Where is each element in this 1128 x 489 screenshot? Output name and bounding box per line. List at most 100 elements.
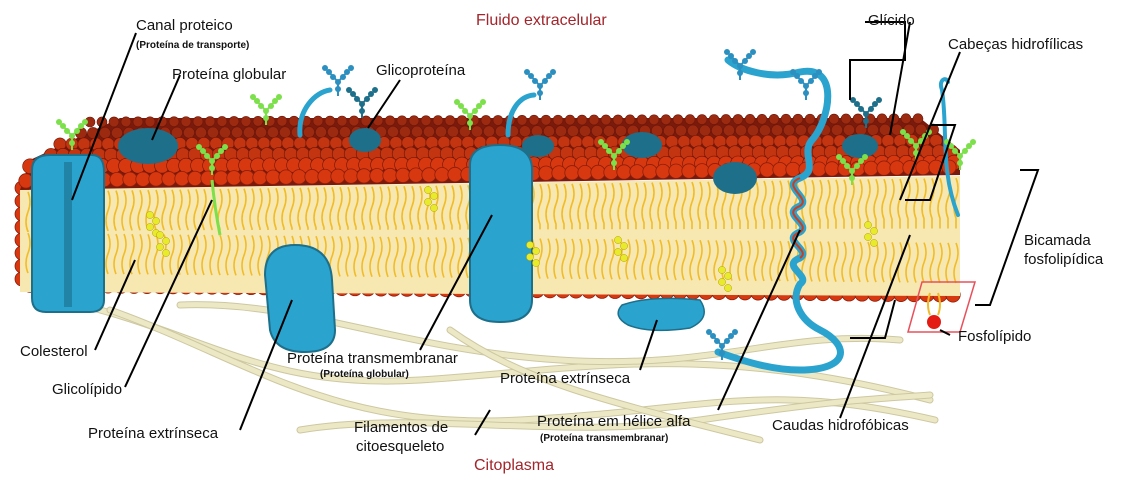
phospholipid-head xyxy=(669,164,683,178)
sugar-unit xyxy=(472,108,478,114)
sugar-unit xyxy=(340,74,346,80)
phospholipid-head xyxy=(656,164,670,178)
phospholipid-head xyxy=(519,126,530,137)
sugar-unit xyxy=(258,103,264,109)
phospholipid-head xyxy=(831,124,842,135)
cholesterol-ring xyxy=(156,231,163,238)
surface-protein xyxy=(522,135,554,157)
phospholipid-head xyxy=(214,171,228,185)
phospholipid-head xyxy=(145,117,155,127)
phospholipid-head xyxy=(673,115,683,125)
sugar-unit xyxy=(359,108,365,114)
phospholipid-head xyxy=(396,168,410,182)
phospholipid-head xyxy=(793,114,803,124)
sugar-unit xyxy=(69,133,75,139)
phospholipid-head xyxy=(435,168,449,182)
phospholipid-head xyxy=(121,117,131,127)
phospholipid-head xyxy=(292,170,306,184)
cholesterol-ring xyxy=(424,198,431,205)
sugar-unit xyxy=(732,329,738,335)
phospholipid-head xyxy=(205,117,215,127)
sugar-unit xyxy=(616,148,622,154)
sugar-unit xyxy=(724,338,730,344)
phospholipid-head xyxy=(675,125,686,136)
sugar-unit xyxy=(276,94,282,100)
sugar-unit xyxy=(836,154,842,160)
sugar-unit xyxy=(209,158,215,164)
phospholipid-head xyxy=(812,162,826,176)
phospholipid-head xyxy=(123,172,137,186)
phospholipid-head xyxy=(769,114,779,124)
sugar-unit xyxy=(858,106,864,112)
phospholipid-head xyxy=(217,116,227,126)
sugar-unit xyxy=(322,65,328,71)
leader-glicido xyxy=(850,22,905,100)
sugar-unit xyxy=(348,65,354,71)
phospholipid-head xyxy=(253,116,263,126)
phospholipid-head xyxy=(495,126,506,137)
sugar-unit xyxy=(611,160,617,166)
cholesterol-ring xyxy=(864,233,871,240)
sugar-unit xyxy=(719,350,725,356)
phospholipid-head xyxy=(721,114,731,124)
label-fosfolipido: Fosfolípido xyxy=(958,328,1031,345)
label-filamentos-1: Filamentos de xyxy=(354,419,448,436)
phospholipid-head xyxy=(241,116,251,126)
transmembrane-protein xyxy=(470,145,532,322)
cholesterol-ring xyxy=(864,221,871,228)
label-glicido: Glícido xyxy=(868,12,915,29)
phospholipid-head xyxy=(604,165,618,179)
sugar-unit xyxy=(335,86,341,92)
channel-pore xyxy=(64,162,72,307)
cholesterol-ring xyxy=(614,236,621,243)
phospholipid-head xyxy=(589,115,599,125)
phospholipid-head xyxy=(553,115,563,125)
sugar-unit xyxy=(550,69,556,75)
label-colesterol: Colesterol xyxy=(20,343,88,360)
phospholipid-head xyxy=(136,172,150,186)
label-bicamada-2: fosfolipídica xyxy=(1024,251,1103,268)
phospholipid-head xyxy=(339,126,350,137)
label-helice-alfa-sub: (Proteína transmembranar) xyxy=(540,433,668,445)
phospholipid-head xyxy=(188,171,202,185)
cholesterol-ring xyxy=(532,247,539,254)
cholesterol-ring xyxy=(146,223,153,230)
phospholipid-head xyxy=(207,127,218,138)
phospholipid-head xyxy=(877,161,891,175)
phospholipid-head xyxy=(555,126,566,137)
sugar-unit xyxy=(222,144,228,150)
label-canal-proteico-sub: (Proteína de transporte) xyxy=(136,40,249,52)
region-extracellular: Fluido extracelular xyxy=(476,12,607,30)
phospholipid-head xyxy=(459,126,470,137)
phospholipid-head xyxy=(879,124,890,135)
phospholipid-head xyxy=(781,114,791,124)
phospholipid-head xyxy=(565,166,579,180)
cholesterol-ring xyxy=(620,254,627,261)
phospholipid-head xyxy=(603,125,614,136)
phospholipid-head xyxy=(552,166,566,180)
sugar-unit xyxy=(359,101,365,107)
phospholipid-head xyxy=(663,125,674,136)
phospholipid-head xyxy=(567,125,578,136)
phospholipid-head xyxy=(890,161,904,175)
phospholipid-head xyxy=(601,115,611,125)
phospholipid-head xyxy=(277,116,287,126)
phospholipid-head xyxy=(853,114,863,124)
sugar-unit xyxy=(863,111,869,117)
phospholipid-head xyxy=(841,114,851,124)
phospholipid-head xyxy=(279,127,290,138)
sugar-unit xyxy=(844,163,850,169)
sugar-unit xyxy=(803,90,809,96)
phospholipid-head xyxy=(481,115,491,125)
phospholipid-head xyxy=(493,115,503,125)
sugar-unit xyxy=(364,96,370,102)
phospholipid-head xyxy=(240,170,254,184)
phospholipid-head xyxy=(422,168,436,182)
phospholipid-head xyxy=(578,165,592,179)
cholesterol-ring xyxy=(146,211,153,218)
cholesterol-ring xyxy=(620,242,627,249)
sugar-unit xyxy=(798,78,804,84)
phospholipid-head xyxy=(111,127,122,138)
phospholipid-head xyxy=(747,125,758,136)
